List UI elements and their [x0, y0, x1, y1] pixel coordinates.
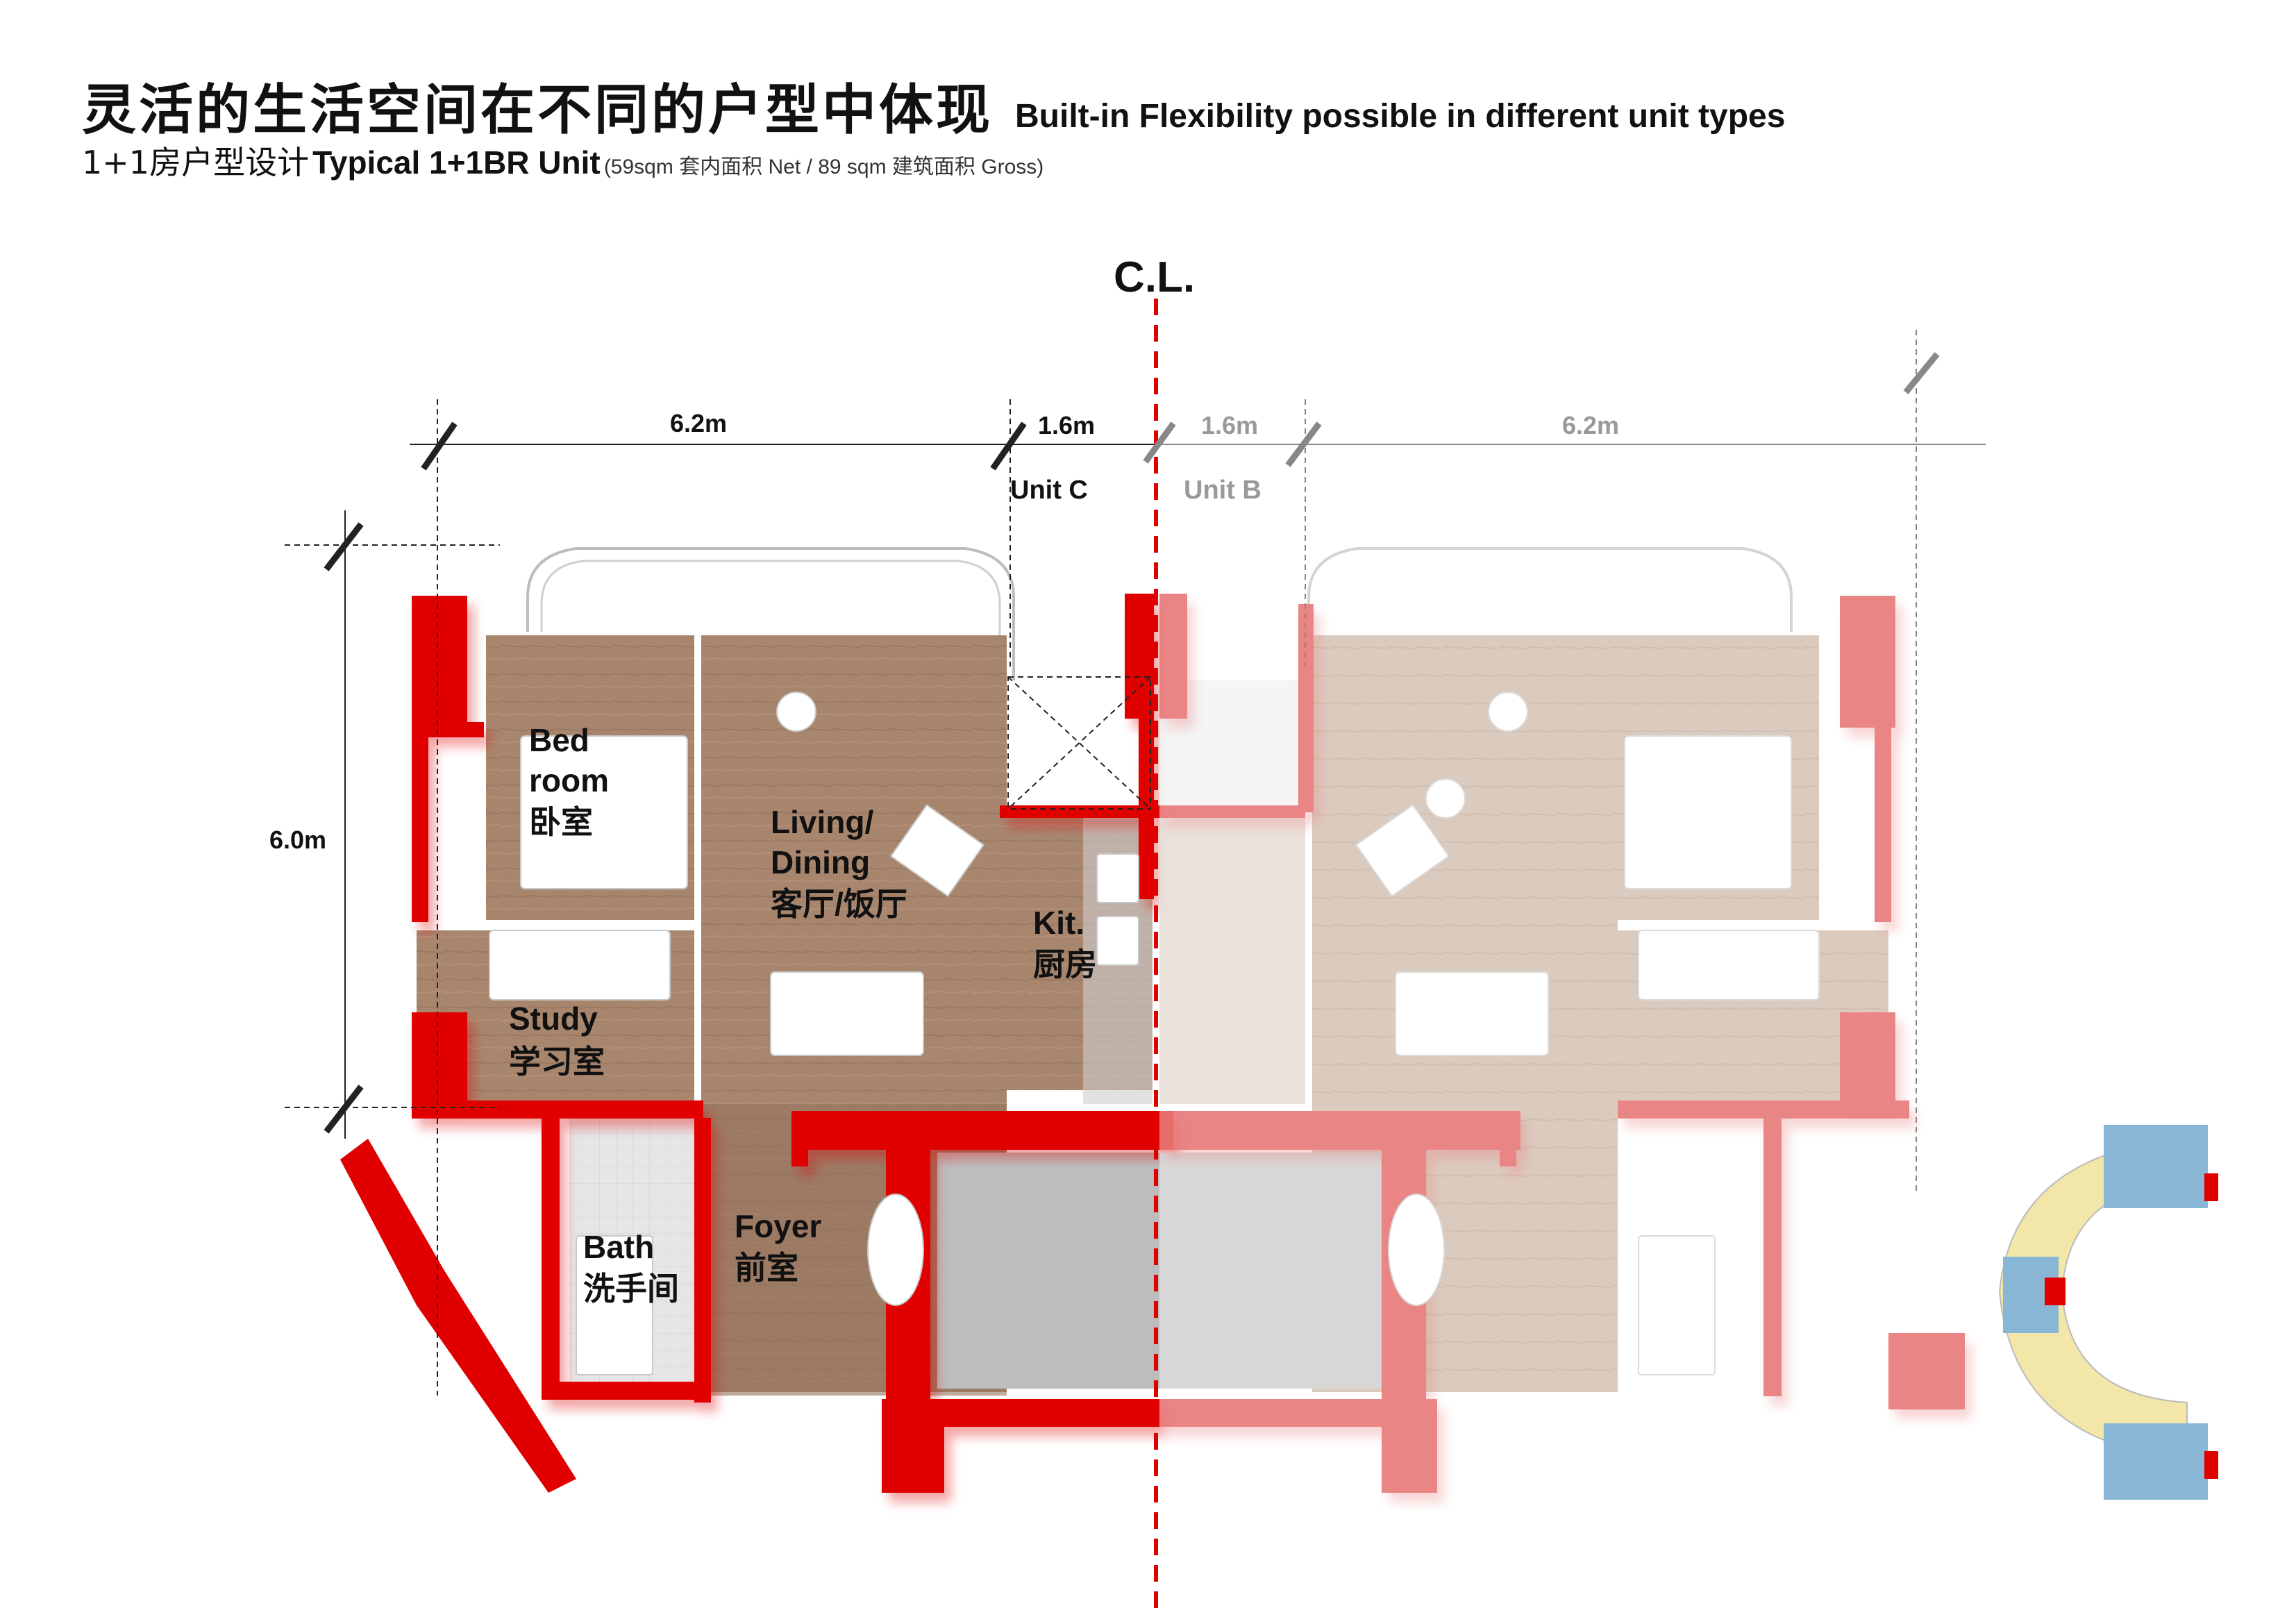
dimension-lines	[285, 330, 1986, 1396]
unit-b-plan	[1159, 547, 1965, 1493]
room-study-en: Study	[509, 1001, 598, 1037]
dim-width-unit-b: 6.2m	[1562, 411, 1619, 440]
room-study-zh: 学习室	[509, 1044, 605, 1080]
subtitle-note: (59sqm 套内面积 Net / 89 sqm 建筑面积 Gross)	[603, 156, 1044, 178]
room-bath-zh: 洗手间	[583, 1271, 679, 1307]
room-bedroom-zh: 卧室	[529, 804, 593, 840]
dim-width-unit-c: 6.2m	[670, 409, 727, 437]
unit-c-plan	[340, 547, 1173, 1493]
centerline-label: C.L.	[1114, 253, 1195, 301]
room-kitchen-zh: 厨房	[1033, 946, 1097, 982]
room-living-en2: Dining	[771, 844, 870, 880]
unit-b-label: Unit B	[1184, 476, 1262, 505]
room-bedroom-en2: room	[529, 762, 609, 798]
subtitle-en: Typical 1+1BR Unit	[312, 144, 601, 181]
subtitle-zh: 1+1房户型设计	[82, 144, 310, 181]
key-plan-thumbnail	[1998, 1125, 2218, 1500]
room-living-en1: Living/	[771, 804, 873, 840]
page-title-en: Built-in Flexibility possible in differe…	[1015, 98, 1786, 135]
page-subtitle: 1+1房户型设计 Typical 1+1BR Unit (59sqm 套内面积 …	[82, 137, 1044, 183]
page-title-zh: 灵活的生活空间在不同的户型中体现	[82, 79, 994, 142]
room-living-zh: 客厅/饭厅	[771, 886, 907, 922]
room-foyer-zh: 前室	[735, 1250, 798, 1286]
room-bedroom-en1: Bed	[529, 722, 589, 758]
dim-corridor-c: 1.6m	[1038, 411, 1095, 440]
dim-corridor-b: 1.6m	[1201, 411, 1258, 440]
room-foyer-en: Foyer	[735, 1208, 821, 1244]
room-bath-en: Bath	[583, 1229, 654, 1265]
unit-c-label: Unit C	[1010, 476, 1088, 505]
room-kitchen-en: Kit.	[1033, 905, 1084, 941]
dim-depth: 6.0m	[269, 826, 326, 854]
